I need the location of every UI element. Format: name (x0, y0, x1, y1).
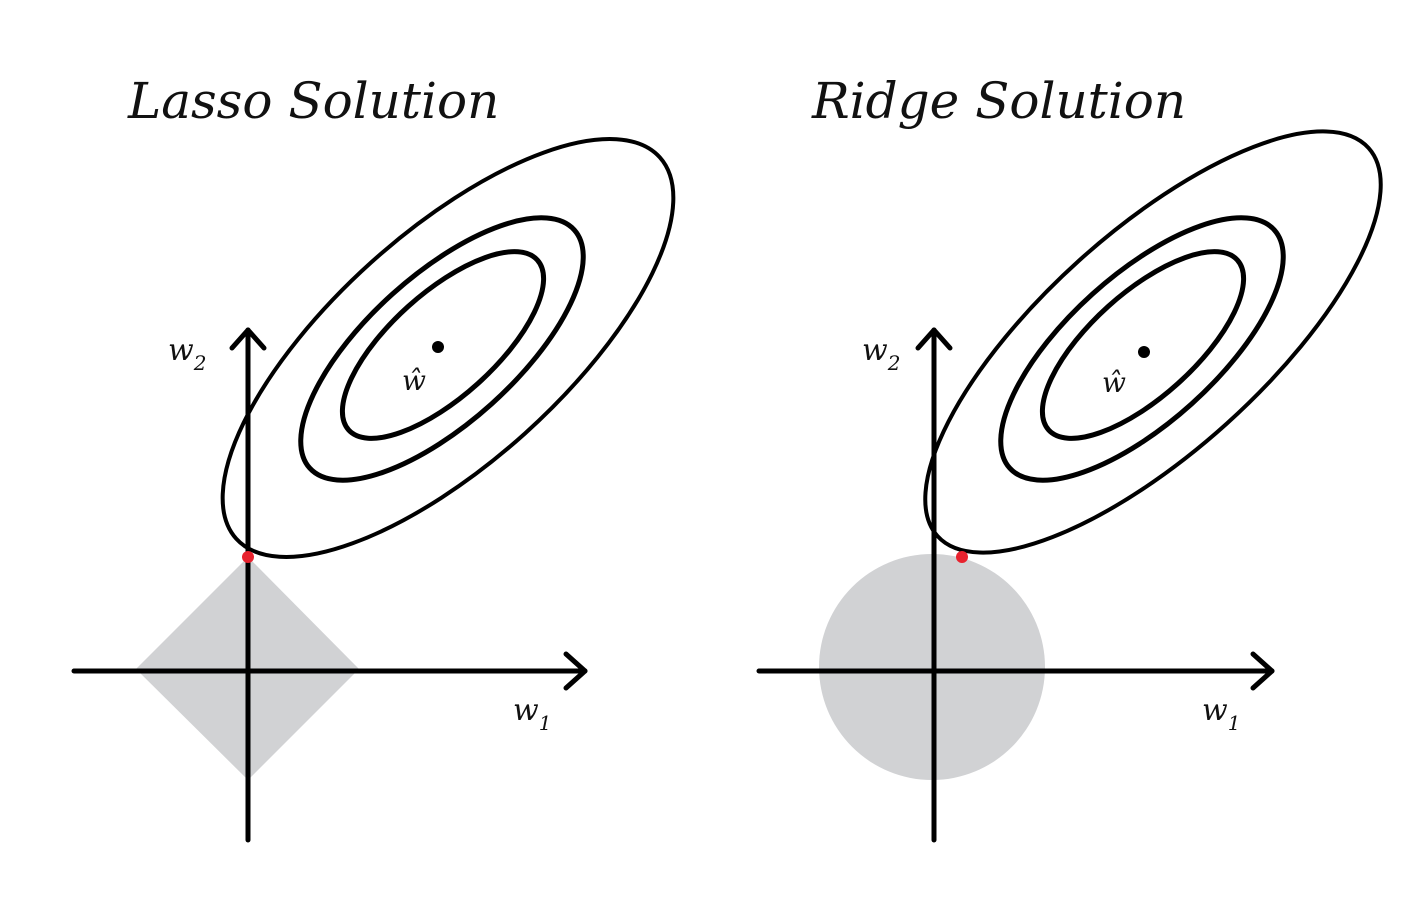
lasso-y-axis-var: w (168, 333, 194, 368)
ridge-x-axis-label: w1 (1202, 693, 1240, 735)
lasso-panel: Lasso Solution ŵ w2 w1 (71, 72, 676, 843)
lasso-x-axis-var: w (513, 693, 539, 728)
ridge-optimum-point (1138, 346, 1150, 358)
lasso-title: Lasso Solution (127, 72, 499, 130)
lasso-solution-point (242, 551, 254, 563)
lasso-x-axis-subscript: 1 (539, 711, 552, 735)
lasso-axes (71, 327, 588, 843)
ridge-x-arrowhead (1250, 651, 1275, 691)
ridge-y-axis-subscript: 2 (887, 351, 901, 375)
lasso-contour-middle (298, 215, 586, 483)
ridge-x-axis-subscript: 1 (1228, 711, 1241, 735)
lasso-x-axis-label: w1 (513, 693, 551, 735)
ridge-axes (756, 327, 1275, 843)
ridge-x-axis-var: w (1202, 693, 1228, 728)
ridge-contours (923, 129, 1383, 555)
ridge-y-arrowhead (915, 327, 953, 351)
lasso-y-axis-subscript: 2 (193, 351, 207, 375)
lasso-optimum-point (432, 341, 444, 353)
ridge-y-axis-var: w (862, 333, 888, 368)
ridge-contour-outer (923, 129, 1383, 555)
ridge-title: Ridge Solution (811, 72, 1186, 130)
ridge-solution-point (956, 551, 968, 563)
lasso-contour-inner (339, 249, 547, 441)
ridge-contour-inner (1039, 249, 1247, 441)
ridge-y-axis-label: w2 (862, 333, 900, 375)
ridge-optimum-label: ŵ (1102, 366, 1126, 399)
lasso-x-arrowhead (563, 651, 588, 691)
lasso-contour-outer (220, 137, 676, 559)
lasso-y-axis-label: w2 (168, 333, 206, 375)
lasso-contours (220, 137, 676, 559)
ridge-panel: Ridge Solution ŵ w2 w1 (756, 72, 1383, 843)
ridge-contour-middle (998, 215, 1286, 483)
lasso-y-arrowhead (229, 327, 267, 351)
lasso-optimum-label: ŵ (402, 364, 426, 397)
